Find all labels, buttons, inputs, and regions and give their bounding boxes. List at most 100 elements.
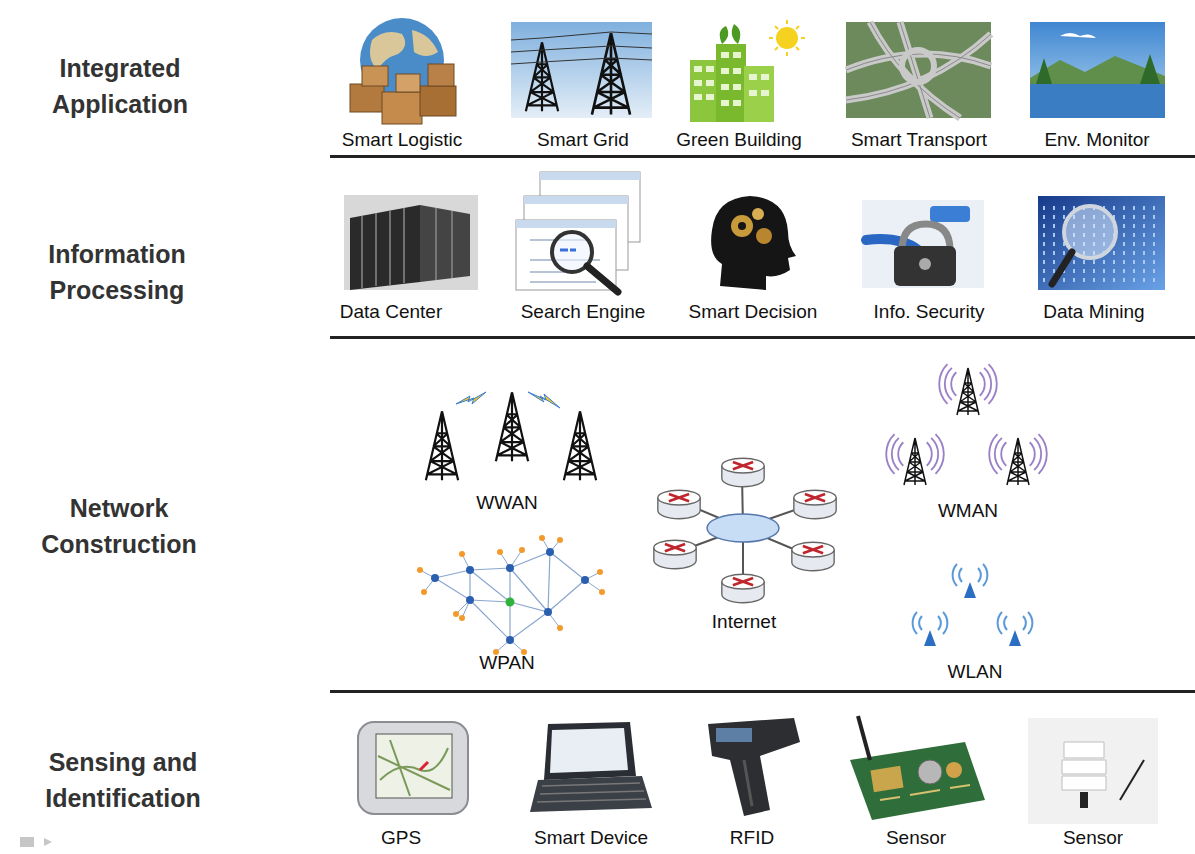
gps-picture: [376, 734, 452, 798]
wpan-mesh: [497, 549, 503, 555]
sensor-shield-picture: [1120, 760, 1144, 800]
layer-title: Information Processing: [10, 236, 225, 309]
wpan-mesh: [417, 567, 423, 573]
item-caption: Env. Monitor: [1044, 129, 1149, 151]
environment-picture: [1030, 84, 1165, 118]
layer-divider: [330, 155, 1195, 158]
sensor-board-picture: [870, 766, 903, 792]
wpan-mesh: [597, 569, 603, 575]
sensor-shield-picture: [1028, 718, 1158, 824]
wpan-mesh: [417, 535, 605, 655]
search-engine-picture: [524, 196, 628, 204]
wman-towers: [1007, 438, 1029, 485]
item-caption: Smart Transport: [851, 129, 987, 151]
wwan-towers: [528, 392, 560, 408]
data-center-picture: [362, 208, 452, 288]
data-mining-picture: [1038, 196, 1165, 290]
environment-picture: [1030, 22, 1165, 118]
wlan-antennas: [913, 564, 1033, 646]
logistics-picture: [396, 74, 420, 92]
power-grid-picture: [511, 32, 652, 64]
wpan-mesh: [546, 548, 554, 556]
wpan-mesh: [431, 574, 439, 582]
power-grid-picture: [511, 22, 652, 118]
decision-picture: [711, 196, 796, 290]
sensor-board-picture: [880, 785, 970, 800]
wpan-mesh: [466, 566, 474, 574]
item-caption: WMAN: [938, 500, 998, 522]
internet-routers: [654, 458, 836, 603]
slide-nav-icons: [44, 838, 52, 846]
item-caption: Smart Logistic: [342, 129, 462, 151]
wwan-towers: [564, 411, 596, 480]
gps-picture: [358, 722, 468, 814]
item-caption: WWAN: [476, 492, 538, 514]
environment-picture: [1036, 54, 1160, 84]
internet-routers: [722, 574, 764, 603]
internet-routers: [722, 458, 764, 487]
item-caption: Internet: [712, 611, 776, 633]
internet-routers: [707, 514, 779, 542]
wpan-mesh: [459, 615, 465, 621]
gps-picture: [420, 762, 428, 770]
wwan-towers: [426, 411, 458, 480]
wpan-mesh: [581, 576, 589, 584]
power-grid-picture: [511, 22, 652, 118]
wpan-mesh: [435, 552, 585, 640]
wwan-towers: [456, 392, 486, 404]
wpan-mesh: [420, 538, 602, 652]
decision-picture: [711, 196, 796, 290]
smart-device-picture: [530, 776, 652, 812]
security-picture: [862, 200, 984, 288]
rfid-reader-picture: [708, 718, 800, 816]
wpan-mesh: [431, 548, 589, 644]
security-picture: [894, 246, 956, 286]
item-caption: Smart Device: [534, 827, 648, 849]
slide-nav-icons: [20, 837, 34, 847]
wpan-mesh: [519, 547, 525, 553]
item-caption: GPS: [381, 827, 421, 849]
wpan-mesh: [421, 589, 427, 595]
security-picture: [862, 200, 984, 288]
wpan-mesh: [506, 598, 515, 607]
wpan-mesh: [459, 551, 465, 557]
power-grid-picture: [592, 33, 630, 114]
security-picture: [919, 258, 931, 270]
data-center-picture: [344, 195, 478, 290]
item-caption: Sensor: [1063, 827, 1123, 849]
green-building-picture: [720, 24, 741, 44]
item-caption: WLAN: [948, 661, 1003, 683]
logistics-picture: [420, 86, 456, 116]
wpan-mesh: [453, 611, 459, 617]
layer-title: Integrated Application: [13, 50, 228, 123]
sensor-board-picture: [858, 716, 870, 760]
smart-device-picture: [530, 722, 652, 812]
item-caption: Search Engine: [521, 301, 646, 323]
logistics-picture: [350, 84, 384, 112]
internet-routers: [658, 490, 700, 519]
layer-title: Network Construction: [12, 490, 227, 563]
wman-towers: [904, 438, 926, 485]
transport-picture: [846, 22, 991, 118]
smart-device-picture: [544, 722, 636, 780]
logistics-picture: [382, 92, 422, 124]
environment-picture: [1060, 33, 1096, 38]
gps-picture: [358, 722, 468, 814]
rfid-reader-picture: [716, 728, 752, 742]
rfid-reader-picture: [708, 718, 800, 816]
search-engine-picture: [516, 172, 640, 292]
search-engine-picture: [587, 266, 618, 292]
data-mining-picture: [1044, 206, 1154, 284]
sensor-shield-picture: [1028, 718, 1158, 824]
decision-picture: [752, 208, 764, 220]
transport-picture: [846, 22, 991, 118]
green-building-picture: [769, 20, 805, 56]
sensor-shield-picture: [1062, 742, 1106, 790]
wpan-mesh: [506, 636, 514, 644]
green-building-picture: [776, 27, 798, 49]
transport-picture: [902, 50, 934, 82]
item-caption: Sensor: [886, 827, 946, 849]
internet-routers: [792, 542, 834, 571]
internet-routers: [654, 540, 696, 569]
